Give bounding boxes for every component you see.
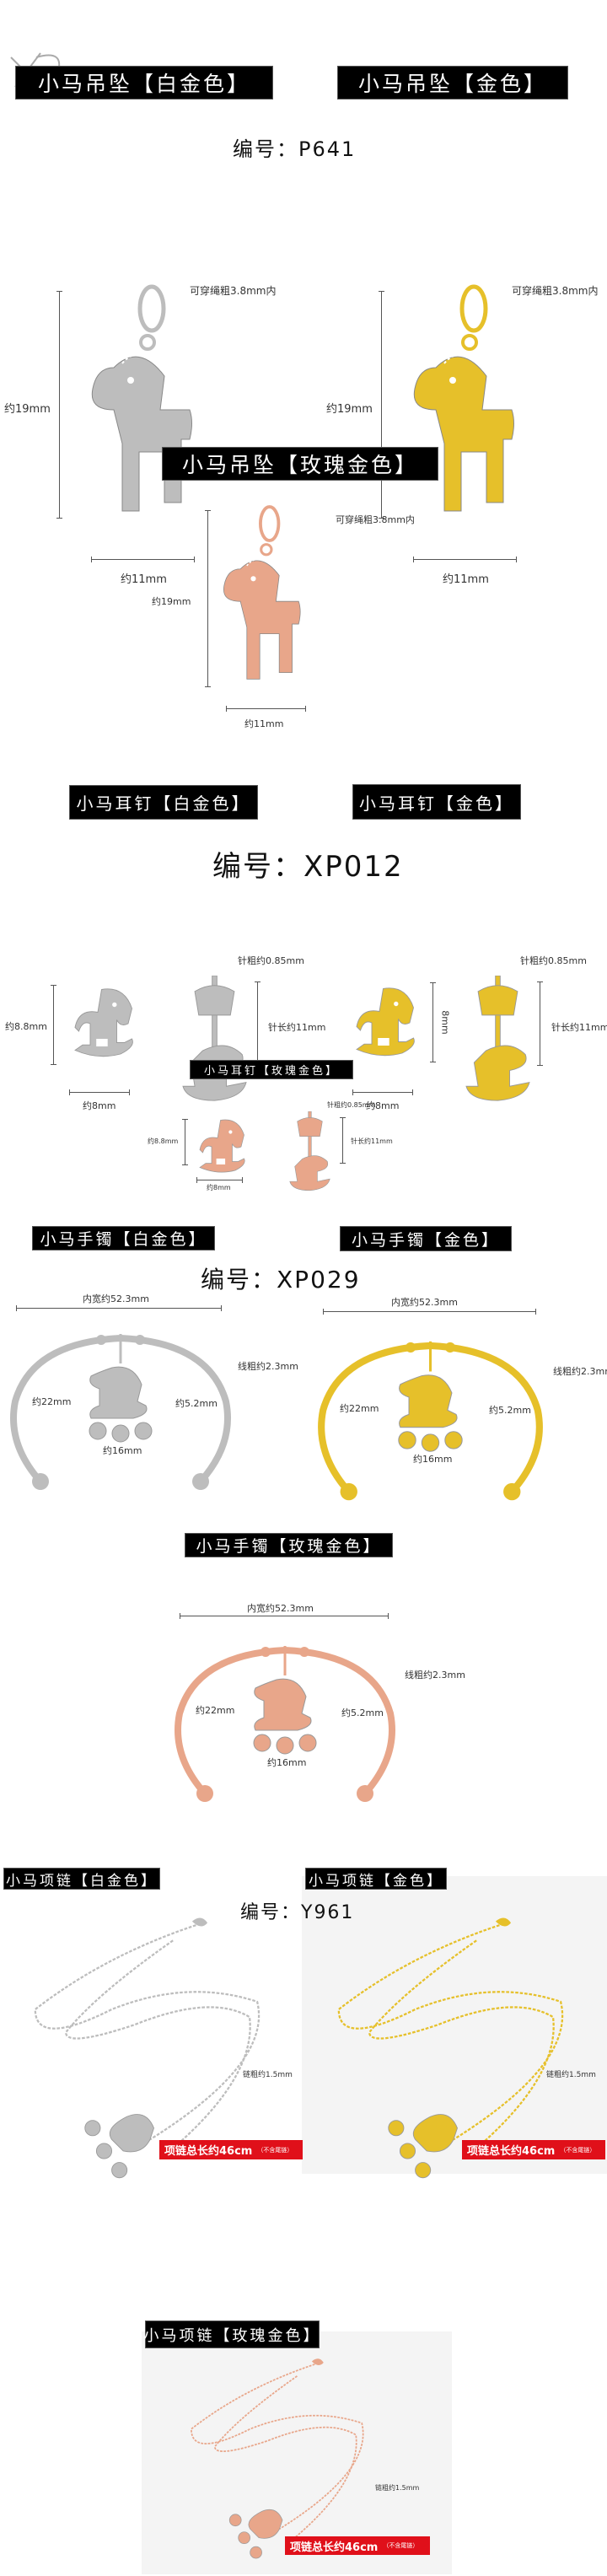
bangle-inner-label: 内宽约52.3mm bbox=[83, 1293, 149, 1304]
pendant-code: 编号：P641 bbox=[233, 137, 357, 161]
earring-width-label: 约8mm bbox=[83, 1100, 116, 1111]
pendant-width-label: 约11mm bbox=[443, 573, 489, 586]
necklace-length-text: 项链总长约46cm bbox=[164, 2145, 253, 2158]
earring-gold-front-image bbox=[349, 976, 425, 1070]
earring-height-label: 约8.8mm bbox=[148, 1137, 179, 1145]
necklace-length-note: （不含尾链） bbox=[383, 2542, 419, 2549]
bangle-gold-image bbox=[314, 1332, 546, 1505]
height-dimension-line bbox=[56, 291, 62, 519]
inner-width-line bbox=[323, 1309, 536, 1315]
necklace-title-rose: 小马项链【玫瑰金色】 bbox=[144, 2321, 320, 2348]
necklace-length-tag: 项链总长约46cm （不含尾链） bbox=[462, 2140, 605, 2159]
necklace-length-note: （不含尾链） bbox=[560, 2146, 596, 2154]
bangle-wire-label: 线粗约2.3mm bbox=[238, 1361, 298, 1372]
bangle-title-gold: 小马手镯【金色】 bbox=[340, 1226, 512, 1251]
height-dimension-line bbox=[379, 291, 384, 519]
width-dimension-line bbox=[352, 1089, 413, 1095]
earring-title-silver: 小马耳钉【白金色】 bbox=[69, 785, 258, 820]
bangle-code: 编号：XP029 bbox=[201, 1266, 361, 1293]
pendant-height-label: 约19mm bbox=[152, 596, 191, 607]
width-dimension-line bbox=[226, 706, 306, 712]
earring-silver-front-image bbox=[67, 976, 143, 1071]
necklace-length-note: （不含尾链） bbox=[257, 2146, 293, 2154]
bangle-charm-width-label: 约16mm bbox=[413, 1454, 453, 1465]
pendant-gold-image bbox=[411, 283, 520, 519]
earring-rose-front-image bbox=[194, 1113, 253, 1180]
pendant-rope-label: 可穿绳粗3.8mm内 bbox=[190, 285, 277, 297]
pendant-height-label: 约19mm bbox=[326, 403, 373, 416]
pendant-width-label: 约11mm bbox=[244, 718, 284, 729]
bangle-title-rose: 小马手镯【玫瑰金色】 bbox=[185, 1533, 393, 1557]
width-dimension-line bbox=[413, 557, 517, 562]
pendant-title-silver: 小马吊坠【白金色】 bbox=[15, 66, 273, 99]
earring-silver-side-image bbox=[179, 976, 250, 1102]
bangle-charm-height-label: 约22mm bbox=[340, 1403, 379, 1414]
width-dimension-line bbox=[91, 557, 195, 562]
bangle-bell-label: 约5.2mm bbox=[175, 1398, 218, 1409]
bangle-inner-label: 内宽约52.3mm bbox=[391, 1297, 458, 1308]
pendant-rope-label: 可穿绳粗3.8mm内 bbox=[512, 285, 599, 297]
necklace-chain-label: 链粗约1.5mm bbox=[375, 2484, 420, 2492]
bangle-silver-image bbox=[7, 1326, 234, 1494]
pendant-rose-image bbox=[221, 504, 305, 686]
inner-width-line bbox=[16, 1305, 222, 1311]
bangle-charm-width-label: 约16mm bbox=[103, 1445, 142, 1456]
earring-pin-length-label: 针长约11mm bbox=[351, 1137, 393, 1145]
necklace-length-text: 项链总长约46cm bbox=[290, 2541, 379, 2554]
bangle-bell-label: 约5.2mm bbox=[341, 1707, 384, 1718]
pendant-silver-image bbox=[89, 283, 198, 519]
bangle-title-silver: 小马手镯【白金色】 bbox=[32, 1226, 215, 1250]
necklace-length-text: 项链总长约46cm bbox=[467, 2145, 556, 2158]
pendant-height-label: 约19mm bbox=[4, 403, 51, 416]
earring-height-gold-label: 8mm bbox=[439, 1010, 451, 1035]
earring-rose-side-image bbox=[287, 1111, 333, 1191]
necklace-chain-label: 链粗约1.5mm bbox=[546, 2071, 596, 2079]
bangle-charm-width-label: 约16mm bbox=[267, 1757, 307, 1768]
necklace-title-gold: 小马项链【金色】 bbox=[305, 1868, 447, 1890]
earring-gold-side-image bbox=[462, 976, 534, 1102]
necklace-rose-panel bbox=[142, 2331, 452, 2574]
earring-pin-thick-label: 针粗约0.85mm bbox=[520, 955, 587, 966]
necklace-length-tag: 项链总长约46cm （不含尾链） bbox=[159, 2140, 303, 2159]
bangle-bell-label: 约5.2mm bbox=[489, 1405, 531, 1416]
earring-title-rose: 小马耳钉【玫瑰金色】 bbox=[190, 1060, 353, 1079]
pendant-rope-label: 可穿绳粗3.8mm内 bbox=[336, 514, 415, 525]
earring-title-gold: 小马耳钉【金色】 bbox=[352, 784, 521, 820]
earring-pin-thick-label: 针粗约0.85mm bbox=[327, 1101, 376, 1109]
bangle-charm-height-label: 约22mm bbox=[196, 1705, 235, 1716]
pin-length-line bbox=[255, 981, 261, 1066]
earring-height-label: 约8.8mm bbox=[5, 1021, 47, 1032]
earring-pin-length-label: 针长约11mm bbox=[551, 1022, 607, 1033]
necklace-length-tag: 项链总长约46cm （不含尾链） bbox=[285, 2536, 430, 2555]
height-dimension-line bbox=[51, 985, 56, 1065]
bangle-charm-height-label: 约22mm bbox=[32, 1396, 72, 1407]
earring-width-label: 约8mm bbox=[207, 1184, 231, 1191]
pendant-width-label: 约11mm bbox=[121, 573, 167, 586]
height-dimension-line bbox=[205, 510, 211, 687]
necklace-chain-label: 链粗约1.5mm bbox=[243, 2071, 293, 2079]
bangle-wire-label: 线粗约2.3mm bbox=[553, 1366, 607, 1377]
bangle-inner-label: 内宽约52.3mm bbox=[247, 1603, 314, 1614]
earring-pin-length-label: 针长约11mm bbox=[268, 1022, 326, 1033]
bangle-wire-label: 线粗约2.3mm bbox=[405, 1670, 465, 1681]
width-dimension-line bbox=[69, 1089, 130, 1095]
earring-width-label: 约8mm bbox=[366, 1100, 400, 1111]
pendant-title-rose: 小马吊坠【玫瑰金色】 bbox=[162, 447, 438, 481]
pendant-title-gold: 小马吊坠【金色】 bbox=[337, 66, 568, 99]
pin-length-line bbox=[340, 1117, 346, 1164]
earring-pin-thick-label: 针粗约0.85mm bbox=[238, 955, 304, 966]
height-dimension-line bbox=[430, 982, 436, 1062]
bangle-rose-image bbox=[171, 1638, 399, 1806]
necklace-title-silver: 小马项链【白金色】 bbox=[3, 1868, 160, 1890]
necklace-code: 编号：Y961 bbox=[240, 1902, 355, 1923]
earring-code: 编号：XP012 bbox=[212, 850, 404, 884]
